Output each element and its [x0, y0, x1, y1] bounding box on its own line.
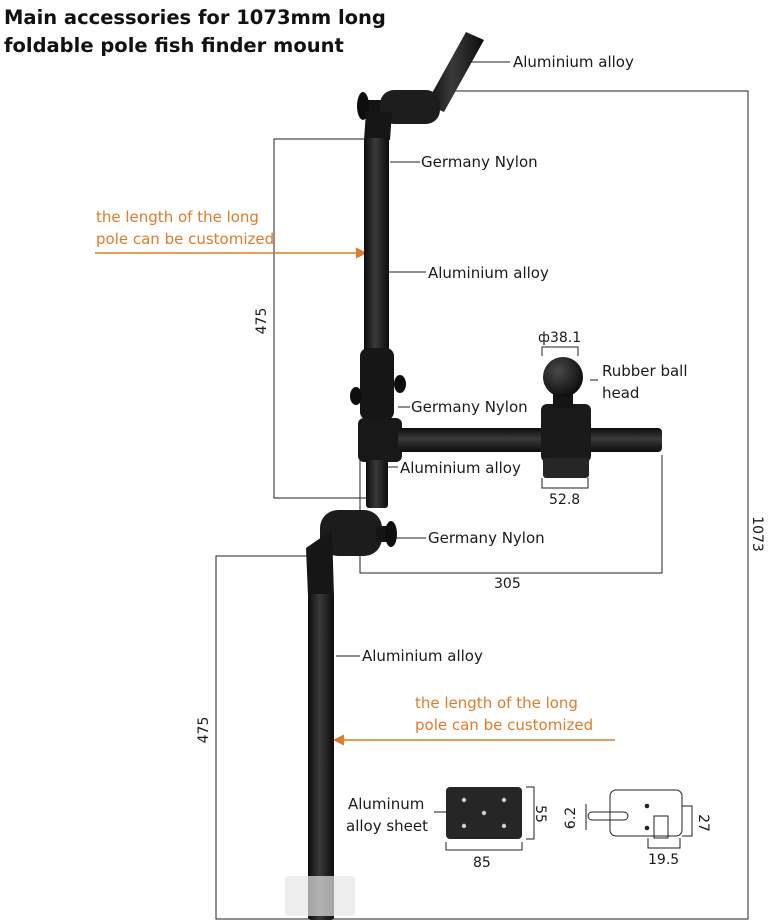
- dim-slot-width: 6.2: [563, 806, 579, 830]
- slot-cutout: [587, 811, 629, 821]
- dim-ball-diameter: ф38.1: [538, 330, 582, 346]
- mount-assembly: [285, 32, 662, 920]
- label-lower-pole: Aluminium alloy: [362, 647, 483, 665]
- sheet-hole: [501, 823, 507, 829]
- sheet-height-bracket: [526, 786, 535, 840]
- slot-detail: [585, 789, 693, 849]
- ball-diameter-bracket: [541, 346, 579, 356]
- slot-hole: [644, 825, 650, 831]
- label-sheet-line1: Aluminum: [348, 795, 425, 813]
- top-joint: [380, 90, 440, 124]
- middle-clamp-knob-right: [394, 375, 406, 393]
- pole-foot: [285, 876, 355, 916]
- upper-note-line1: the length of the long: [96, 208, 259, 226]
- dim-slot-offset: 19.5: [648, 852, 680, 868]
- alloy-sheet: [434, 786, 535, 851]
- dim-arm-length: 305: [494, 576, 521, 592]
- dim-sheet-width: 85: [473, 855, 491, 871]
- label-middle-clamp: Germany Nylon: [411, 398, 528, 416]
- label-ball-line1: Rubber ball: [602, 362, 688, 380]
- upper-pole: [364, 138, 389, 358]
- lower-note-line1: the length of the long: [415, 694, 578, 712]
- slot-tab: [653, 815, 669, 839]
- sheet-hole: [481, 810, 487, 816]
- label-upper-joint: Germany Nylon: [421, 153, 538, 171]
- middle-clamp-body: [360, 348, 394, 420]
- sheet-hole: [501, 797, 507, 803]
- label-ball-line2: head: [602, 384, 640, 402]
- label-top-handle: Aluminium alloy: [513, 53, 634, 71]
- lower-connector: [366, 460, 388, 508]
- lower-knob: [385, 521, 397, 547]
- dim-upper-height: 475: [254, 307, 270, 335]
- dim-lower-height: 475: [196, 716, 212, 744]
- clamp-width-bracket: [541, 478, 589, 489]
- dim-slot-depth: 27: [695, 814, 711, 832]
- diagram-title: Main accessories for 1073mm long foldabl…: [4, 4, 386, 60]
- title-line-2: foldable pole fish finder mount: [4, 34, 344, 57]
- slot-depth-bracket: [682, 805, 693, 837]
- middle-clamp-knob-left: [350, 387, 362, 405]
- upper-note-line2: pole can be customized: [96, 230, 275, 248]
- upper-custom-note: the length of the long pole can be custo…: [96, 206, 274, 250]
- sheet-hole: [461, 823, 467, 829]
- slot-hole: [644, 803, 650, 809]
- lower-note-line2: pole can be customized: [415, 716, 594, 734]
- upper-height-frame: [273, 138, 372, 499]
- label-sheet-line2: alloy sheet: [346, 817, 429, 835]
- label-lower-joint: Germany Nylon: [428, 529, 545, 547]
- clamp-base: [543, 458, 589, 478]
- top-handle: [426, 32, 484, 112]
- cross-arm: [398, 428, 662, 452]
- dim-total-height: 1073: [749, 516, 765, 552]
- slot-offset-bracket: [647, 838, 681, 849]
- label-upper-pole: Aluminium alloy: [428, 264, 549, 282]
- rubber-ball: [543, 357, 583, 397]
- title-line-1: Main accessories for 1073mm long: [4, 6, 386, 29]
- sheet-width-bracket: [445, 842, 523, 851]
- t-block: [358, 418, 402, 462]
- label-cross-arm: Aluminium alloy: [400, 459, 521, 477]
- total-height-frame: [215, 90, 749, 920]
- slot-outline: [609, 789, 683, 837]
- sheet-hole: [461, 797, 467, 803]
- dim-sheet-height: 55: [532, 805, 548, 823]
- dim-clamp-width: 52.8: [549, 492, 581, 508]
- lower-joint: [320, 510, 382, 556]
- ball-clamp: [541, 404, 591, 462]
- lower-elbow: [306, 530, 334, 596]
- lower-custom-note: the length of the long pole can be custo…: [415, 692, 593, 736]
- lower-pole: [308, 594, 334, 920]
- top-joint-elbow: [364, 112, 392, 140]
